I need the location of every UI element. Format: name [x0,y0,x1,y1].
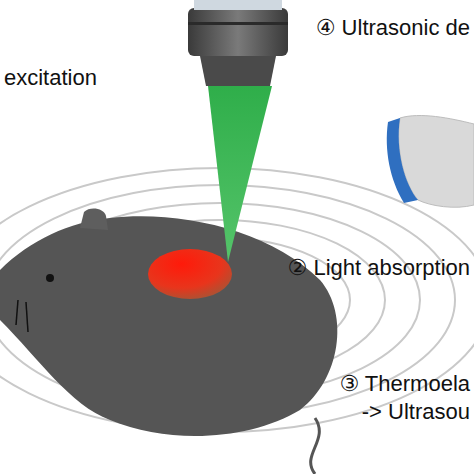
callout-label: excitation [4,66,97,90]
ultrasound-transducer [387,116,474,208]
callout-label: ③ Thermoela [339,372,470,396]
laser-beam [208,86,272,262]
mouse-figure [0,209,337,474]
callout-label: ④ Ultrasonic de [316,16,470,40]
callout-label: ② Light absorption [288,256,470,280]
callout-label: -> Ultrasou [362,400,470,424]
absorption-spot [148,249,232,299]
objective-lens [188,0,288,86]
